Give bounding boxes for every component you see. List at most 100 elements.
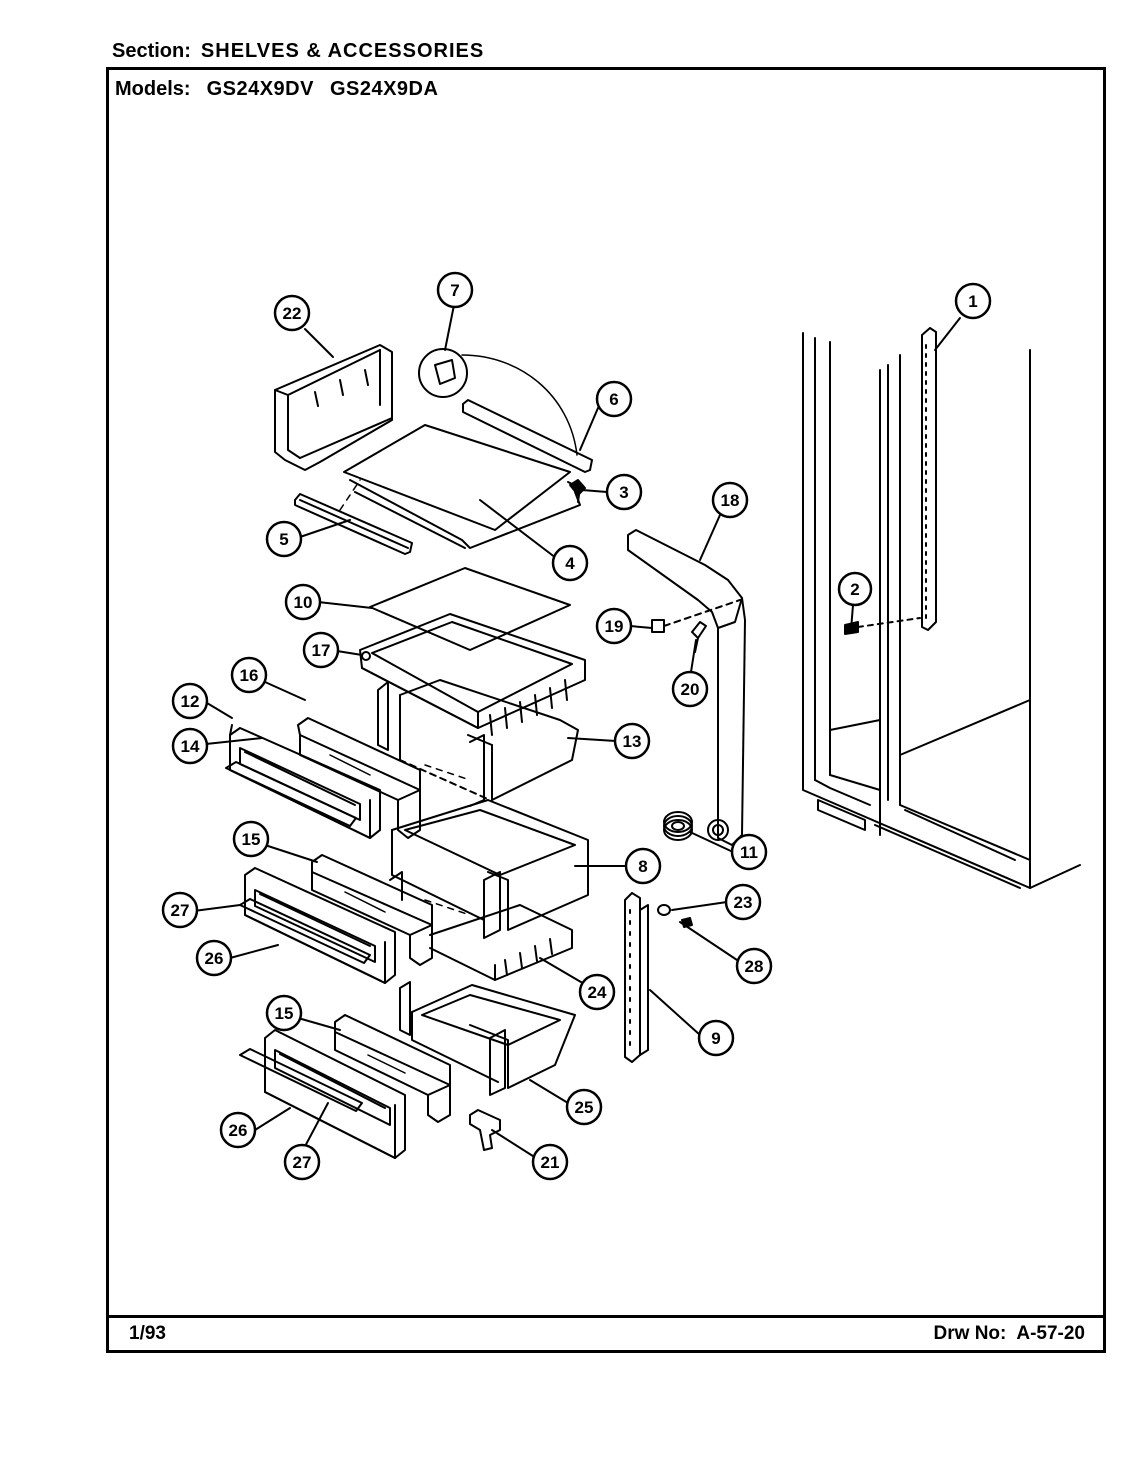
- part-25-bottom-pan: [399, 981, 576, 1096]
- callout-20: 20: [671, 670, 709, 708]
- svg-text:9: 9: [711, 1029, 720, 1048]
- callout-12: 12: [171, 682, 209, 720]
- part-15-pan-rail: [311, 854, 433, 966]
- callouts: 1 2 3 4 5 6 7 8 9 10 11 12 13 14 15 15 1…: [161, 271, 992, 1181]
- drawing-date: 1/93: [129, 1323, 166, 1344]
- svg-text:17: 17: [312, 641, 331, 660]
- part-17-cover-frame: [359, 613, 586, 736]
- callout-17: 17: [302, 631, 340, 669]
- callout-3: 3: [605, 473, 643, 511]
- cabinet-liner: [802, 332, 1081, 889]
- part-5-front-trim: [294, 493, 413, 555]
- section-heading: Section: SHELVES & ACCESSORIES: [112, 40, 484, 63]
- svg-text:20: 20: [681, 680, 700, 699]
- part-22-shelf-bracket: [274, 344, 393, 471]
- callout-9: 9: [697, 1019, 735, 1057]
- part-19-clip: [651, 599, 741, 633]
- models-label: Models:: [115, 78, 191, 100]
- part-15-pan-rail-lower: [334, 1014, 451, 1123]
- svg-text:10: 10: [294, 593, 313, 612]
- svg-text:27: 27: [171, 901, 190, 920]
- drawing-number-block: Drw No: A-57-20: [934, 1323, 1085, 1345]
- part-9-slide-rail: [624, 892, 649, 1063]
- section-value: SHELVES & ACCESSORIES: [200, 40, 485, 62]
- part-16-pan-rail: [297, 717, 421, 839]
- part-27-drawer-handle-lower: [239, 1048, 363, 1112]
- part-6-trim-strip: [462, 399, 593, 473]
- part-13-crisper-pan: [377, 679, 579, 807]
- svg-text:19: 19: [605, 617, 624, 636]
- models-heading: Models: GS24X9DV GS24X9DA: [115, 78, 438, 101]
- svg-text:15: 15: [275, 1004, 294, 1023]
- svg-text:14: 14: [181, 737, 200, 756]
- part-14-drawer-handle: [225, 761, 357, 827]
- drawing-number: A-57-20: [1016, 1323, 1085, 1344]
- svg-text:3: 3: [619, 483, 628, 502]
- callout-13: 13: [613, 722, 651, 760]
- callout-16: 16: [230, 656, 268, 694]
- svg-text:5: 5: [279, 530, 288, 549]
- callout-23: 23: [724, 883, 762, 921]
- svg-text:21: 21: [541, 1153, 560, 1172]
- callout-18: 18: [711, 481, 749, 519]
- svg-text:25: 25: [575, 1098, 594, 1117]
- part-24-pan-cover: [429, 904, 573, 981]
- part-4-glass-shelf: [343, 424, 581, 549]
- callout-26: 26: [219, 1111, 257, 1149]
- callout-10: 10: [284, 583, 322, 621]
- alignment-lines: [339, 479, 471, 916]
- svg-text:16: 16: [240, 666, 259, 685]
- callout-5: 5: [265, 520, 303, 558]
- callout-27: 27: [161, 891, 199, 929]
- callout-21: 21: [531, 1143, 569, 1181]
- callout-24: 24: [578, 973, 616, 1011]
- model-number: GS24X9DA: [329, 78, 439, 100]
- part-3-bracket: [569, 479, 586, 496]
- svg-text:12: 12: [181, 692, 200, 711]
- part-26-drawer-front: [244, 867, 396, 984]
- svg-text:4: 4: [565, 554, 575, 573]
- part-1-shelf-ladder: [921, 327, 937, 631]
- callout-1: 1: [954, 282, 992, 320]
- callout-6: 6: [595, 380, 633, 418]
- callout-27: 27: [283, 1143, 321, 1181]
- svg-text:7: 7: [450, 281, 459, 300]
- part-11-roller: [663, 811, 693, 841]
- part-7-clip: [418, 348, 578, 456]
- callout-22: 22: [273, 294, 311, 332]
- part-21-slide-clip: [469, 1109, 501, 1151]
- svg-text:23: 23: [734, 893, 753, 912]
- callout-26: 26: [195, 939, 233, 977]
- svg-text:24: 24: [588, 983, 607, 1002]
- svg-text:11: 11: [740, 843, 758, 862]
- svg-text:18: 18: [721, 491, 740, 510]
- part-2-screw: [844, 617, 921, 635]
- svg-text:15: 15: [242, 830, 261, 849]
- callout-7: 7: [436, 271, 474, 309]
- svg-text:13: 13: [623, 732, 642, 751]
- svg-text:27: 27: [293, 1153, 312, 1172]
- svg-text:28: 28: [745, 957, 764, 976]
- callout-19: 19: [595, 607, 633, 645]
- svg-text:2: 2: [850, 580, 859, 599]
- drawing-footer: 1/93 Drw No: A-57-20: [109, 1315, 1103, 1350]
- model-number: GS24X9DV: [206, 78, 314, 100]
- part-10-cover-glass: [369, 567, 571, 651]
- svg-text:22: 22: [283, 304, 302, 323]
- svg-text:26: 26: [229, 1121, 248, 1140]
- callout-8: 8: [624, 847, 662, 885]
- callout-2: 2: [837, 571, 873, 607]
- svg-text:26: 26: [205, 949, 224, 968]
- callout-11: 11: [730, 833, 768, 871]
- svg-text:6: 6: [609, 390, 618, 409]
- section-label: Section:: [112, 40, 191, 62]
- drawing-number-label: Drw No:: [933, 1323, 1007, 1344]
- callout-4: 4: [551, 544, 589, 582]
- callout-28: 28: [735, 947, 773, 985]
- svg-text:1: 1: [968, 292, 977, 311]
- callout-15: 15: [265, 994, 303, 1032]
- part-27-drawer-handle: [239, 898, 371, 964]
- callout-14: 14: [171, 727, 209, 765]
- svg-text:8: 8: [638, 857, 647, 876]
